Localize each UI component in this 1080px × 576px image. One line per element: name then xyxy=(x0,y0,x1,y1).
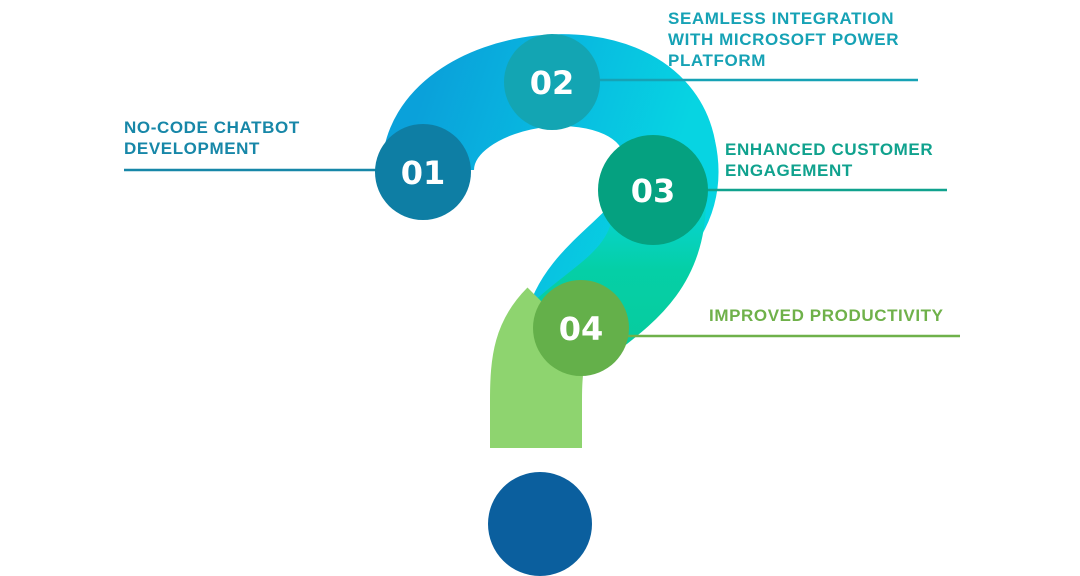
question-mark-dot xyxy=(488,472,592,576)
step-label-02-line-2: WITH MICROSOFT POWER xyxy=(668,30,900,49)
step-number-04: 04 xyxy=(559,310,604,348)
step-label-04-line-1: IMPROVED PRODUCTIVITY xyxy=(709,306,944,325)
step-label-02-line-1: SEAMLESS INTEGRATION xyxy=(668,9,895,28)
step-label-03: ENHANCED CUSTOMER ENGAGEMENT xyxy=(725,139,933,181)
step-label-01: NO-CODE CHATBOT DEVELOPMENT xyxy=(124,117,300,159)
step-circle-04 xyxy=(533,280,629,376)
step-label-04: IMPROVED PRODUCTIVITY xyxy=(709,305,944,326)
step-label-02-line-3: PLATFORM xyxy=(668,51,766,70)
step-circle-02 xyxy=(504,34,600,130)
step-circle-01 xyxy=(375,124,471,220)
step-label-01-line-1: NO-CODE CHATBOT xyxy=(124,118,300,137)
step-number-01: 01 xyxy=(401,154,446,192)
step-circle-03 xyxy=(598,135,708,245)
step-label-02: SEAMLESS INTEGRATION WITH MICROSOFT POWE… xyxy=(668,8,899,71)
step-label-03-line-2: ENGAGEMENT xyxy=(725,161,853,180)
step-number-02: 02 xyxy=(530,64,575,102)
step-label-03-line-1: ENHANCED CUSTOMER xyxy=(725,140,934,159)
step-label-01-line-2: DEVELOPMENT xyxy=(124,139,261,158)
step-number-03: 03 xyxy=(631,172,676,210)
